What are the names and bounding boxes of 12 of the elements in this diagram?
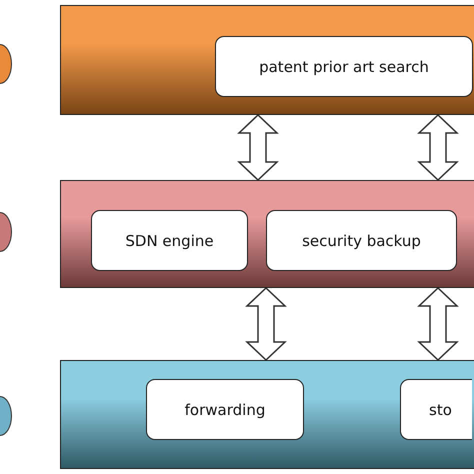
double-arrow: [237, 114, 279, 182]
double-arrow: [417, 114, 459, 182]
layer-band: [60, 5, 474, 115]
double-arrow: [417, 286, 459, 362]
process-box: SDN engine: [91, 210, 248, 271]
process-box: security backup: [266, 210, 457, 271]
process-box: patent prior art search: [215, 36, 473, 97]
layer-band: [60, 180, 474, 288]
process-box: sto: [400, 379, 472, 440]
double-arrow: [245, 286, 287, 362]
process-box: forwarding: [146, 379, 304, 440]
layer-band: [60, 360, 474, 469]
